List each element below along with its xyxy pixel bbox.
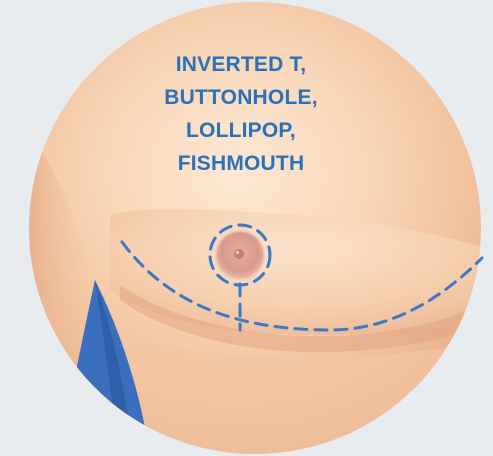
caption-line-1: INVERTED T, bbox=[118, 48, 364, 81]
areola bbox=[216, 231, 264, 279]
incision-types-caption: INVERTED T, BUTTONHOLE, LOLLIPOP, FISHMO… bbox=[118, 48, 364, 180]
caption-line-3: LOLLIPOP, bbox=[118, 114, 364, 147]
caption-line-2: BUTTONHOLE, bbox=[118, 81, 364, 114]
caption-line-4: FISHMOUTH bbox=[118, 147, 364, 180]
